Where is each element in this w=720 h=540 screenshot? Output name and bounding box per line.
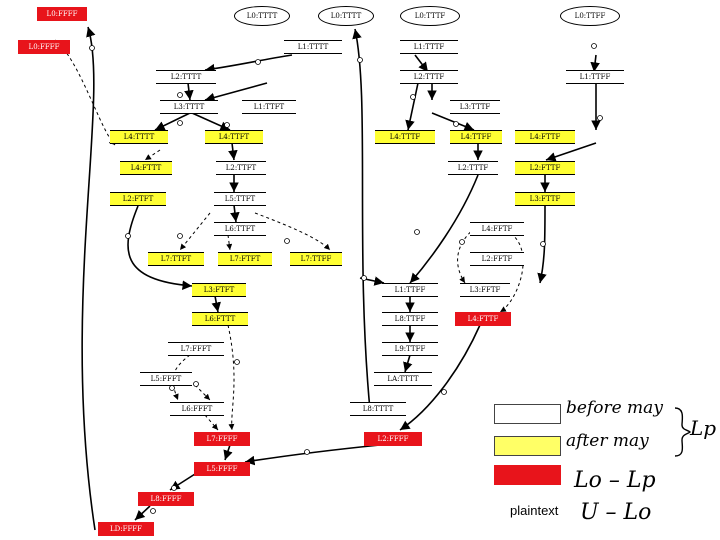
diagram-node: L1:TTFT <box>242 100 296 114</box>
legend-brace-note: Lp <box>690 416 717 440</box>
diagram-node: L8:TTTT <box>350 402 406 416</box>
diagram-node: L4:TTTF <box>375 130 435 144</box>
diagram-node: L6:FTTT <box>192 312 248 326</box>
diagram-node: L4:FTTT <box>120 161 172 175</box>
diagram-node: L2:FFFF <box>364 432 422 446</box>
diagram-node: L0:TTFF <box>560 6 620 26</box>
diagram-node: L4:TTTT <box>110 130 168 144</box>
plaintext-note: U – Lo <box>580 500 652 525</box>
diagram-node: L1:TTFF <box>382 283 438 297</box>
legend-brace <box>674 407 691 457</box>
diagram-node: L3:FFTF <box>460 283 510 297</box>
edge-circles <box>89 43 603 514</box>
diagram-node: L1:TTTF <box>400 40 458 54</box>
diagram-node: L2:TTTT <box>156 70 216 84</box>
legend-note-after: after may <box>566 431 649 451</box>
diagram-node: L0:FFFF <box>37 7 87 21</box>
diagram-node: L5:TTFT <box>214 192 266 206</box>
diagram-node: L4:FTTF <box>455 312 511 326</box>
legend-swatch-red <box>494 465 561 485</box>
legend-note-before: before may <box>566 398 663 418</box>
diagram-node: L1:TTFF <box>566 70 624 84</box>
dashed-edges <box>54 39 524 431</box>
diagram-node: L3:FTTF <box>515 192 575 206</box>
diagram-node: L4:FTTF <box>515 130 575 144</box>
diagram-node: LD:FFFF <box>98 522 154 536</box>
diagram-node: L2:FTFT <box>110 192 166 206</box>
diagram-node: L4:TTFT <box>205 130 263 144</box>
diagram-node: L7:FFFF <box>194 432 250 446</box>
diagram-node: L5:FFFF <box>194 462 250 476</box>
diagram-node: L9:TTFF <box>382 342 438 356</box>
diagram-node: L7:TTFT <box>148 252 204 266</box>
diagram-node: L0:TTTF <box>400 6 460 26</box>
diagram-node: LA:TTTT <box>374 372 432 386</box>
diagram-node: L3:FTFT <box>192 283 246 297</box>
plaintext-label: plaintext <box>510 503 559 518</box>
diagram-node: L2:FTTF <box>515 161 575 175</box>
diagram-node: L5:FFFT <box>140 372 192 386</box>
diagram-node: L4:FFTF <box>470 222 524 236</box>
diagram-node: L0:TTTT <box>318 6 374 26</box>
diagram-node: L8:FFFF <box>138 492 194 506</box>
legend-swatch-before <box>494 404 561 424</box>
diagram-node: L0:TTTT <box>234 6 290 26</box>
diagram-node: L3:TTTT <box>160 100 218 114</box>
diagram-node: L4:TTFF <box>450 130 502 144</box>
diagram-node: L2:FFTF <box>470 252 524 266</box>
legend-swatch-after <box>494 436 561 456</box>
diagram-node: L7:FFFT <box>168 342 224 356</box>
diagram-node: L6:TTFT <box>214 222 266 236</box>
diagram-node: L2:TTTF <box>400 70 458 84</box>
diagram-node: L2:TTFT <box>216 161 266 175</box>
diagram-node: L2:TTTF <box>448 161 498 175</box>
legend-note-red: Lo – Lp <box>574 468 656 493</box>
diagram-node: L7:FTFT <box>218 252 272 266</box>
diagram-node: L6:FFFT <box>170 402 224 416</box>
solid-edges <box>81 26 601 531</box>
diagram-node: L0:FFFF <box>18 40 70 54</box>
diagram-node: L8:TTFF <box>382 312 438 326</box>
diagram-node: L3:TTTF <box>450 100 500 114</box>
diagram-node: L7:TTFF <box>290 252 342 266</box>
diagram-node: L1:TTTT <box>284 40 342 54</box>
